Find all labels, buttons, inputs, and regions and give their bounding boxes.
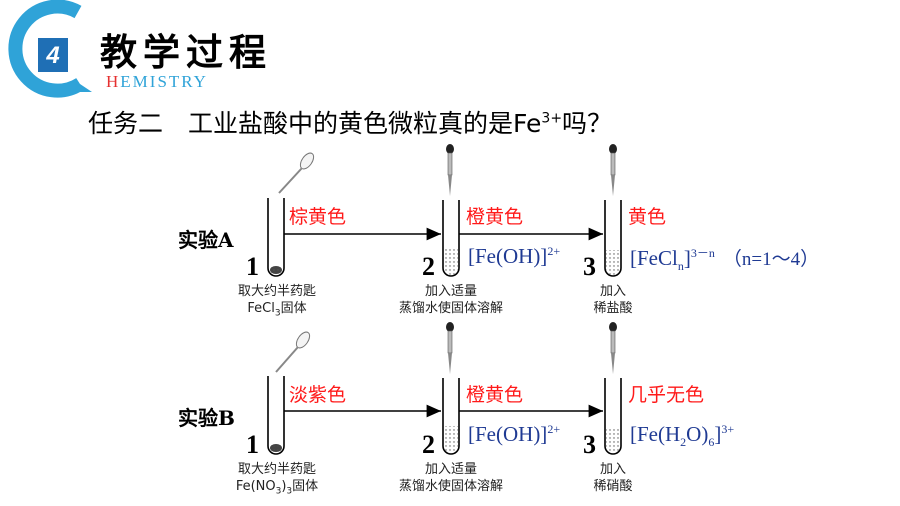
formula-charge: 2+	[547, 244, 561, 258]
section-number: 4	[46, 42, 60, 69]
dropper-icon	[609, 144, 617, 196]
section-title: 教学过程	[100, 30, 272, 74]
formula-iron-chloro: [FeCln]3－n （n=1～4）	[630, 244, 820, 274]
note-line: 加入适量	[424, 284, 477, 299]
task-charge: 3+	[541, 110, 563, 127]
test-tube-icon	[442, 378, 460, 455]
dropper-icon	[609, 322, 617, 374]
color-observation: 橙黄色	[466, 206, 524, 228]
dropper-icon	[446, 322, 454, 374]
experiment-b-label: 实验B	[178, 406, 235, 430]
step-number: 2	[422, 252, 435, 281]
step-number: 2	[422, 430, 435, 459]
step-note: 取大约半药匙 FeCl3固体	[214, 283, 340, 319]
experiment-a-label: 实验A	[178, 228, 234, 252]
dropper-icon	[446, 144, 454, 196]
test-tube-icon	[267, 376, 285, 455]
task-heading: 任务二 工业盐酸中的黄色微粒真的是Fe3+吗？	[88, 104, 612, 140]
formula-range: （n=1～4）	[722, 249, 820, 270]
formula-main: [Fe(OH)]	[468, 422, 548, 446]
formula-charge: 2+	[547, 422, 561, 436]
note-line: 加入	[599, 462, 626, 477]
formula-close: ]	[683, 246, 691, 270]
step-note: 加入适量 蒸馏水使固体溶解	[386, 461, 516, 495]
subtitle-initial: H	[106, 72, 121, 91]
experiment-b-apparatus	[267, 322, 622, 455]
chemistry-c-logo-icon	[8, 0, 92, 98]
formula-iron-hydroxo: [Fe(OH)]2+	[468, 244, 560, 269]
step-note: 加入 稀硝酸	[573, 461, 653, 495]
formula-main: [Fe(OH)]	[468, 244, 548, 268]
color-observation: 棕黄色	[289, 206, 347, 228]
formula-iron-hydroxo: [Fe(OH)]2+	[468, 422, 560, 447]
step-note: 加入适量 蒸馏水使固体溶解	[386, 283, 516, 317]
color-observation: 橙黄色	[466, 384, 524, 406]
color-observation: 几乎无色	[628, 384, 705, 406]
test-tube-icon	[442, 200, 460, 277]
color-observation: 淡紫色	[289, 384, 347, 406]
note-line: 蒸馏水使固体溶解	[398, 301, 503, 316]
note-line: 蒸馏水使固体溶解	[398, 479, 503, 494]
step-number: 1	[246, 430, 259, 459]
note-line: 稀硝酸	[593, 479, 633, 494]
subtitle-rest: EMISTRY	[120, 72, 208, 91]
task-prefix: 任务二 工业盐酸中的黄色微粒真的是Fe	[88, 109, 542, 138]
formula-subscript: n	[677, 259, 684, 274]
subtitle-chemistry: HEMISTRY	[106, 72, 208, 92]
note-line: FeCl3固体	[247, 301, 307, 319]
step-number: 3	[583, 252, 596, 281]
formula-iron-aqua: [Fe(H2O)6]3+	[630, 422, 735, 450]
note-line: 加入	[599, 284, 626, 299]
note-line: 取大约半药匙	[237, 284, 316, 299]
step-number: 1	[246, 252, 259, 281]
experiment-a-apparatus	[267, 144, 622, 277]
formula-charge: 3－n	[690, 246, 715, 260]
task-suffix: 吗？	[562, 109, 613, 138]
color-observation: 黄色	[628, 206, 667, 228]
spoon-icon	[275, 331, 311, 373]
test-tube-icon	[267, 198, 285, 277]
note-line: 稀盐酸	[593, 301, 633, 316]
formula-main: [FeCl	[630, 246, 678, 270]
note-line: 取大约半药匙	[237, 462, 316, 477]
note-line: 加入适量	[424, 462, 477, 477]
spoon-icon	[278, 152, 315, 194]
step-note: 取大约半药匙 Fe(NO3)3固体	[214, 461, 340, 497]
step-number: 3	[583, 430, 596, 459]
step-note: 加入 稀盐酸	[573, 283, 653, 317]
test-tube-icon	[604, 200, 622, 277]
note-line: Fe(NO3)3固体	[235, 479, 319, 497]
test-tube-icon	[604, 378, 622, 455]
